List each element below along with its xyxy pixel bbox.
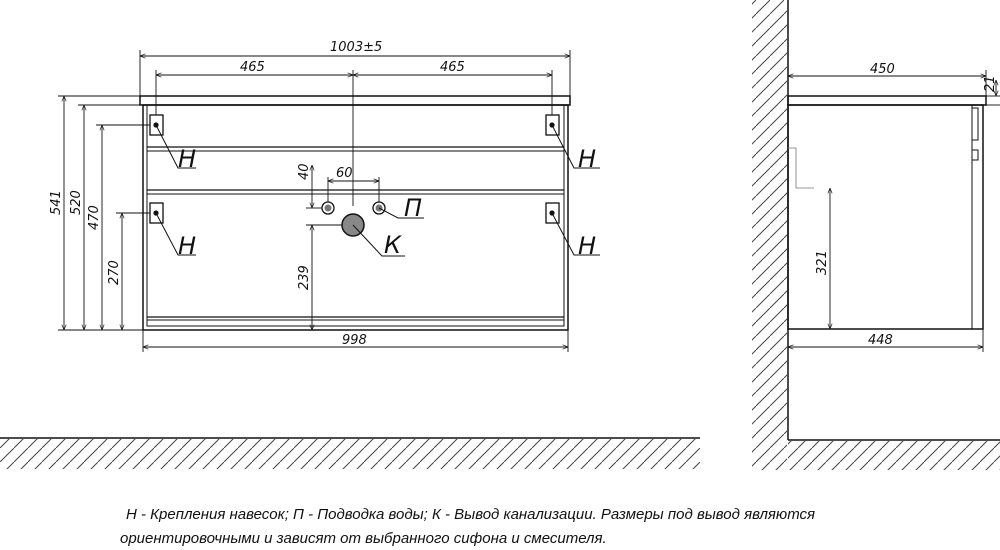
wall-hatching	[752, 0, 1000, 470]
dim-height-40: 40	[297, 163, 312, 180]
mount-leaders	[155, 124, 600, 256]
dim-side-height-321: 321	[815, 250, 830, 275]
dim-overall-width: 1003±5	[330, 40, 382, 55]
legend-line-1: Н - Крепления навесок; П - Подводка воды…	[126, 506, 816, 523]
mount-label-top-left: Н	[178, 145, 196, 173]
dim-height-520: 520	[69, 190, 84, 215]
drain-label: К	[384, 231, 402, 259]
dim-half-left: 465	[240, 60, 265, 75]
water-inlet-left	[321, 201, 335, 215]
mount-label-bottom-left: Н	[178, 232, 196, 260]
dim-side-depth-top: 450	[870, 62, 895, 77]
front-dimension-lines	[58, 50, 571, 352]
water-label: П	[404, 194, 422, 222]
mount-bracket-top-right	[545, 114, 560, 136]
floor-hatching	[0, 437, 700, 469]
dim-height-270: 270	[107, 260, 122, 285]
legend-line-2: ориентировочными и зависят от выбранного…	[120, 530, 607, 547]
dim-half-right: 465	[440, 60, 465, 75]
front-cabinet	[139, 95, 571, 331]
dim-height-470: 470	[87, 205, 102, 230]
dim-spacing-60: 60	[336, 166, 353, 181]
side-cabinet	[787, 95, 987, 330]
dim-side-top-thickness: 21	[983, 75, 998, 92]
side-dimension-lines	[788, 70, 1000, 352]
dim-height-239: 239	[297, 265, 312, 290]
mount-label-top-right: Н	[578, 145, 596, 173]
dim-side-depth-bottom: 448	[868, 333, 893, 348]
dim-height-541: 541	[49, 190, 64, 215]
mount-label-bottom-right: Н	[578, 232, 596, 260]
water-drain-leaders	[352, 207, 424, 257]
dim-bottom-width: 998	[342, 333, 367, 348]
